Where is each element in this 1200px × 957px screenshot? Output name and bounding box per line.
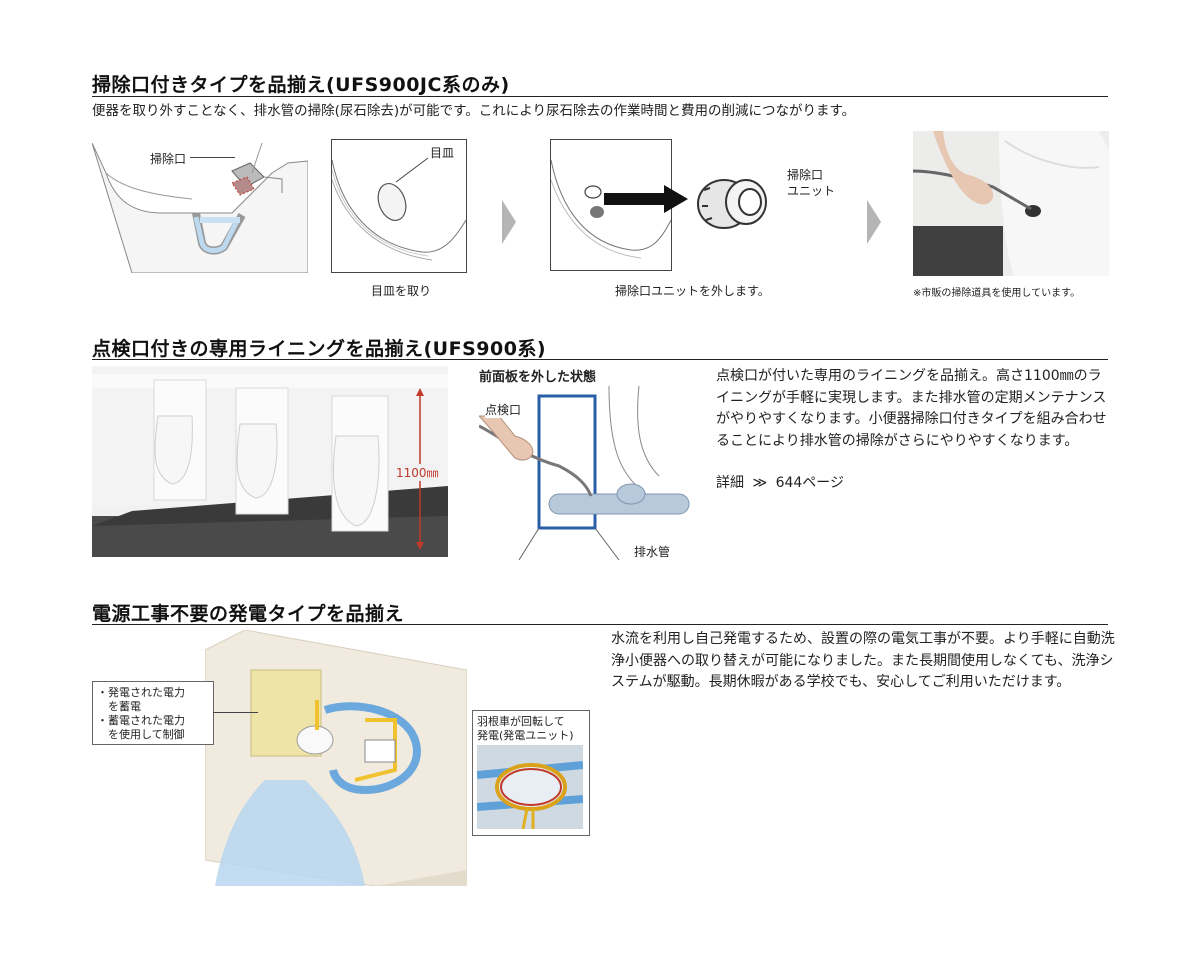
label-drain-plate: 目皿 [430,146,455,160]
leader-line [190,157,235,158]
arrow-right-icon [604,185,688,217]
urinal-cross-section-illustration [91,142,309,274]
callout-battery: ・発電された電力 を蓄電 ・蓄電された電力 を使用して制御 [92,681,214,745]
section-title-cleanout-type: 掃除口付きタイプを品揃え(UFS900JC系のみ) [92,74,510,96]
caption-step2: 掃除口ユニットを外します。 [615,284,770,298]
callout-generator-unit: 羽根車が回転して 発電(発電ユニット) [472,710,590,836]
step-arrow-icon [502,200,516,244]
label-cleanout: 掃除口 [150,152,187,166]
label-unit-line2: ユニット [787,184,836,198]
section-divider [92,624,1108,625]
section-description: 便器を取り外すことなく、排水管の掃除(尿石除去)が可能です。これにより尿石除去の… [92,103,856,119]
section-divider [92,96,1108,97]
generator-description: 水流を利用し自己発電するため、設置の際の電気工事が不要。より手軽に自動洗浄小便器… [611,631,1115,690]
caption-step1: 目皿を取り [371,284,432,298]
generator-illustration [204,629,468,887]
photo-urinals-lining [92,366,448,557]
callout-unit-line1: 羽根車が回転して [477,715,565,728]
callout-battery-line4: を使用して制御 [97,728,185,741]
photo-cleaning-with-tool [913,131,1109,276]
panel-drain-plate [331,139,467,273]
detail-arrows-icon: ≫ [752,475,768,491]
section-divider [92,359,1108,360]
cleanout-unit-part [694,176,776,236]
diagram-title: 前面板を外した状態 [479,370,597,385]
label-unit-line1: 掃除口 [787,168,824,182]
dimension-label-1100: 1100㎜ [396,464,439,481]
diagram-lining-inspection [477,385,699,561]
step-arrow-icon [867,200,881,244]
callout-battery-line3: ・蓄電された電力 [97,714,185,727]
callout-battery-line1: ・発電された電力 [97,686,185,699]
detail-page: 644ページ [775,475,845,491]
section-title-lining: 点検口付きの専用ライニングを品揃え(UFS900系) [92,338,547,360]
callout-battery-line2: を蓄電 [97,700,141,713]
section-title-generator: 電源工事不要の発電タイプを品揃え [92,603,405,625]
label-inspection-port: 点検口 [485,401,522,418]
leader-line [213,712,258,713]
detail-link[interactable]: 詳細 ≫ 644ページ [716,473,844,495]
label-drain-pipe: 排水管 [634,545,671,559]
callout-unit-line2: 発電(発電ユニット) [477,729,574,742]
generator-unit-closeup [477,745,583,829]
detail-label: 詳細 [716,475,744,491]
caption-note: ※市販の掃除道具を使用しています。 [913,288,1081,299]
lining-description: 点検口が付いた専用のライニングを品揃え。高さ1100㎜のライニングが手軽に実現し… [716,368,1107,449]
